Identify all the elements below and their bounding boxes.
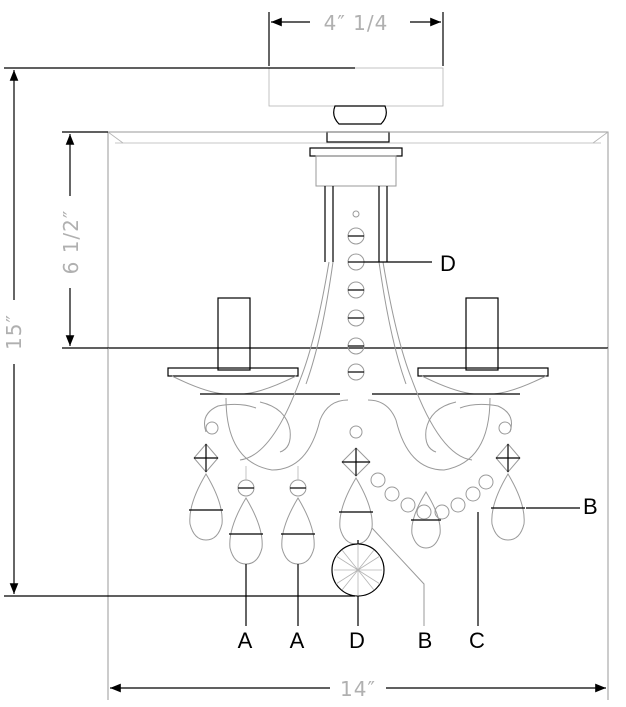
dim-top-width-label: 4″ 1/4 [324, 11, 389, 35]
crystal-right-outer [491, 443, 525, 541]
dim-top-width [268, 12, 444, 66]
crystal-right-inner [411, 491, 441, 549]
crystal-left-outer [189, 443, 223, 541]
label-b-right: B [583, 494, 598, 519]
label-d-top: D [440, 251, 456, 276]
left-candle-cup [167, 297, 340, 395]
dim-total-height [4, 67, 355, 597]
center-bead-strand [347, 210, 365, 381]
drum-shade [107, 131, 609, 700]
dim-total-width-label: 14″ [340, 677, 376, 701]
label-c: C [469, 628, 485, 653]
frame-arms [204, 261, 512, 471]
right-candle-cup [372, 297, 549, 395]
bead-swag [370, 472, 494, 520]
crystal-a2 [281, 466, 315, 565]
crystal-a1 [229, 466, 263, 565]
label-a1: A [238, 628, 253, 653]
crystal-ball [331, 540, 385, 597]
leader-lines [245, 261, 580, 626]
crystal-center [339, 425, 373, 545]
label-b-bottom: B [418, 628, 433, 653]
label-a2: A [290, 628, 305, 653]
dim-shade-height [62, 131, 108, 349]
canopy [268, 67, 444, 143]
dim-total-height-label: 15″ [2, 314, 26, 350]
dim-shade-height-label: 6 1/2″ [59, 210, 83, 275]
center-rods [324, 186, 388, 262]
label-d-bottom: D [349, 628, 365, 653]
